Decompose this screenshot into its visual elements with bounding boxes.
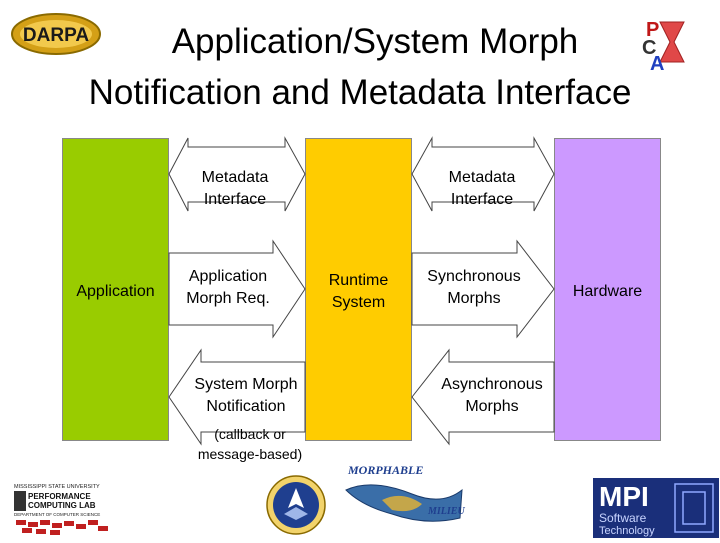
callback-note-line-1: (callback or: [190, 424, 310, 445]
synchronous-morphs-label-line-1: Synchronous: [414, 266, 534, 288]
metadata-interface-right-label-line-1: Metadata: [422, 167, 542, 189]
runtime-system-label-line-2: System: [305, 292, 412, 314]
msu-logo-line-4: DEPARTMENT OF COMPUTER SCIENCE: [14, 512, 100, 517]
system-morph-notification-label-line-2: Notification: [186, 396, 306, 418]
runtime-system-label-line-1: Runtime: [305, 270, 412, 292]
mpi-technology-text: Technology: [599, 525, 655, 537]
msu-performance-computing-lab-logo: MISSISSIPPI STATE UNIVERSITY PERFORMANCE…: [10, 480, 120, 536]
application-morph-request-label-line-1: Application: [168, 266, 288, 288]
system-morph-notification-label-line-1: System Morph: [186, 374, 306, 396]
mpi-text: MPI: [599, 481, 649, 512]
application-label: Application: [62, 281, 169, 303]
milieu-text: MILIEU: [427, 506, 465, 517]
morphable-text: MORPHABLE: [347, 463, 423, 477]
application-morph-request-label-line-2: Morph Req.: [168, 288, 288, 310]
morphable-milieu-logo: MORPHABLE MILIEU: [342, 460, 480, 528]
asynchronous-morphs-label-line-2: Morphs: [432, 396, 552, 418]
msu-logo-line-3: COMPUTING LAB: [28, 501, 96, 510]
metadata-interface-left-label-line-2: Interface: [175, 189, 295, 211]
metadata-interface-left-label-line-1: Metadata: [175, 167, 295, 189]
hardware-label: Hardware: [554, 281, 661, 303]
air-force-research-lab-logo: [264, 474, 328, 536]
synchronous-morphs-label-line-2: Morphs: [414, 288, 534, 310]
metadata-interface-right-label-line-2: Interface: [422, 189, 542, 211]
msu-logo-line-2: PERFORMANCE: [28, 492, 91, 501]
mpi-software-text: Software: [599, 511, 647, 525]
msu-logo-line-1: MISSISSIPPI STATE UNIVERSITY: [14, 484, 100, 490]
mpi-software-technology-logo: MPI Software Technology: [593, 478, 719, 538]
asynchronous-morphs-label-line-1: Asynchronous: [432, 374, 552, 396]
callback-note-line-2: message-based): [190, 444, 310, 465]
